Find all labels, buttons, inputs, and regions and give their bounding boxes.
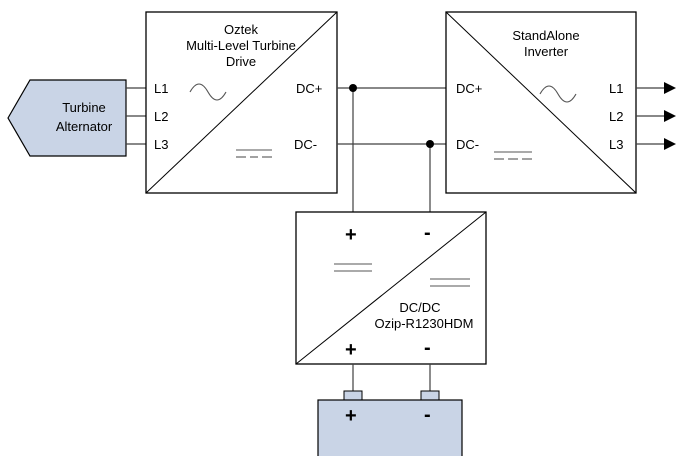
battery-neg: - [424,404,431,426]
dcdc-label-line2: Ozip-R1230HDM [375,316,474,331]
dcdc-converter-block: + - DC/DC Ozip-R1230HDM + - [295,211,487,365]
drive-input-l3: L3 [154,137,168,152]
sine-wave-icon [189,83,227,101]
inverter-block: StandAlone Inverter DC+ DC- L1 L2 L3 [445,11,637,194]
battery-terminal-negative [420,390,440,401]
arrowhead-icon [664,138,676,150]
dc-bars-icon [430,278,470,287]
drive-input-l1: L1 [154,81,168,96]
inverter-output-l3: L3 [609,137,623,152]
alternator-label-line1: Turbine [62,100,106,115]
alternator-phase-wires [126,87,146,145]
alternator-shape [7,79,127,157]
sine-wave-icon [539,85,577,103]
dcdc-bottom-neg: - [424,337,431,359]
inverter-diagonal [445,11,637,194]
battery-terminal-positive [343,390,363,401]
inverter-output-l1: L1 [609,81,623,96]
inverter-output-arrows [636,82,676,150]
dcdc-top-neg: - [424,222,431,244]
dcdc-label-line1: DC/DC [399,300,440,315]
drive-input-l2: L2 [154,109,168,124]
inverter-dc-neg: DC- [456,137,479,152]
turbine-alternator: Turbine Alternator [7,79,127,157]
arrowhead-icon [664,110,676,122]
battery-body [317,399,463,456]
dcdc-top-pos: + [345,224,357,246]
drive-title-line1: Oztek [224,22,258,37]
drive-dc-neg: DC- [294,137,317,152]
drive-diagonal [145,11,338,194]
inverter-title-line2: Inverter [524,44,569,59]
dcdc-diagonal [295,211,487,365]
battery-pos: + [345,405,357,427]
inverter-output-l2: L2 [609,109,623,124]
dc-bars-icon [236,149,272,158]
drive-title-line3: Drive [226,54,256,69]
drive-title-line2: Multi-Level Turbine [186,38,296,53]
dc-bus-wires [337,84,446,212]
inverter-title-line1: StandAlone [512,28,579,43]
arrowhead-icon [664,82,676,94]
junction-dot-icon [349,84,357,92]
battery: + - [317,364,463,456]
dc-bars-icon [334,263,372,272]
turbine-drive-block: Oztek Multi-Level Turbine Drive L1 L2 L3… [145,11,338,194]
drive-dc-pos: DC+ [296,81,322,96]
inverter-dc-pos: DC+ [456,81,482,96]
alternator-label-line2: Alternator [56,119,113,134]
junction-dot-icon [426,140,434,148]
dc-bars-icon [494,151,532,160]
dcdc-bottom-pos: + [345,339,357,361]
